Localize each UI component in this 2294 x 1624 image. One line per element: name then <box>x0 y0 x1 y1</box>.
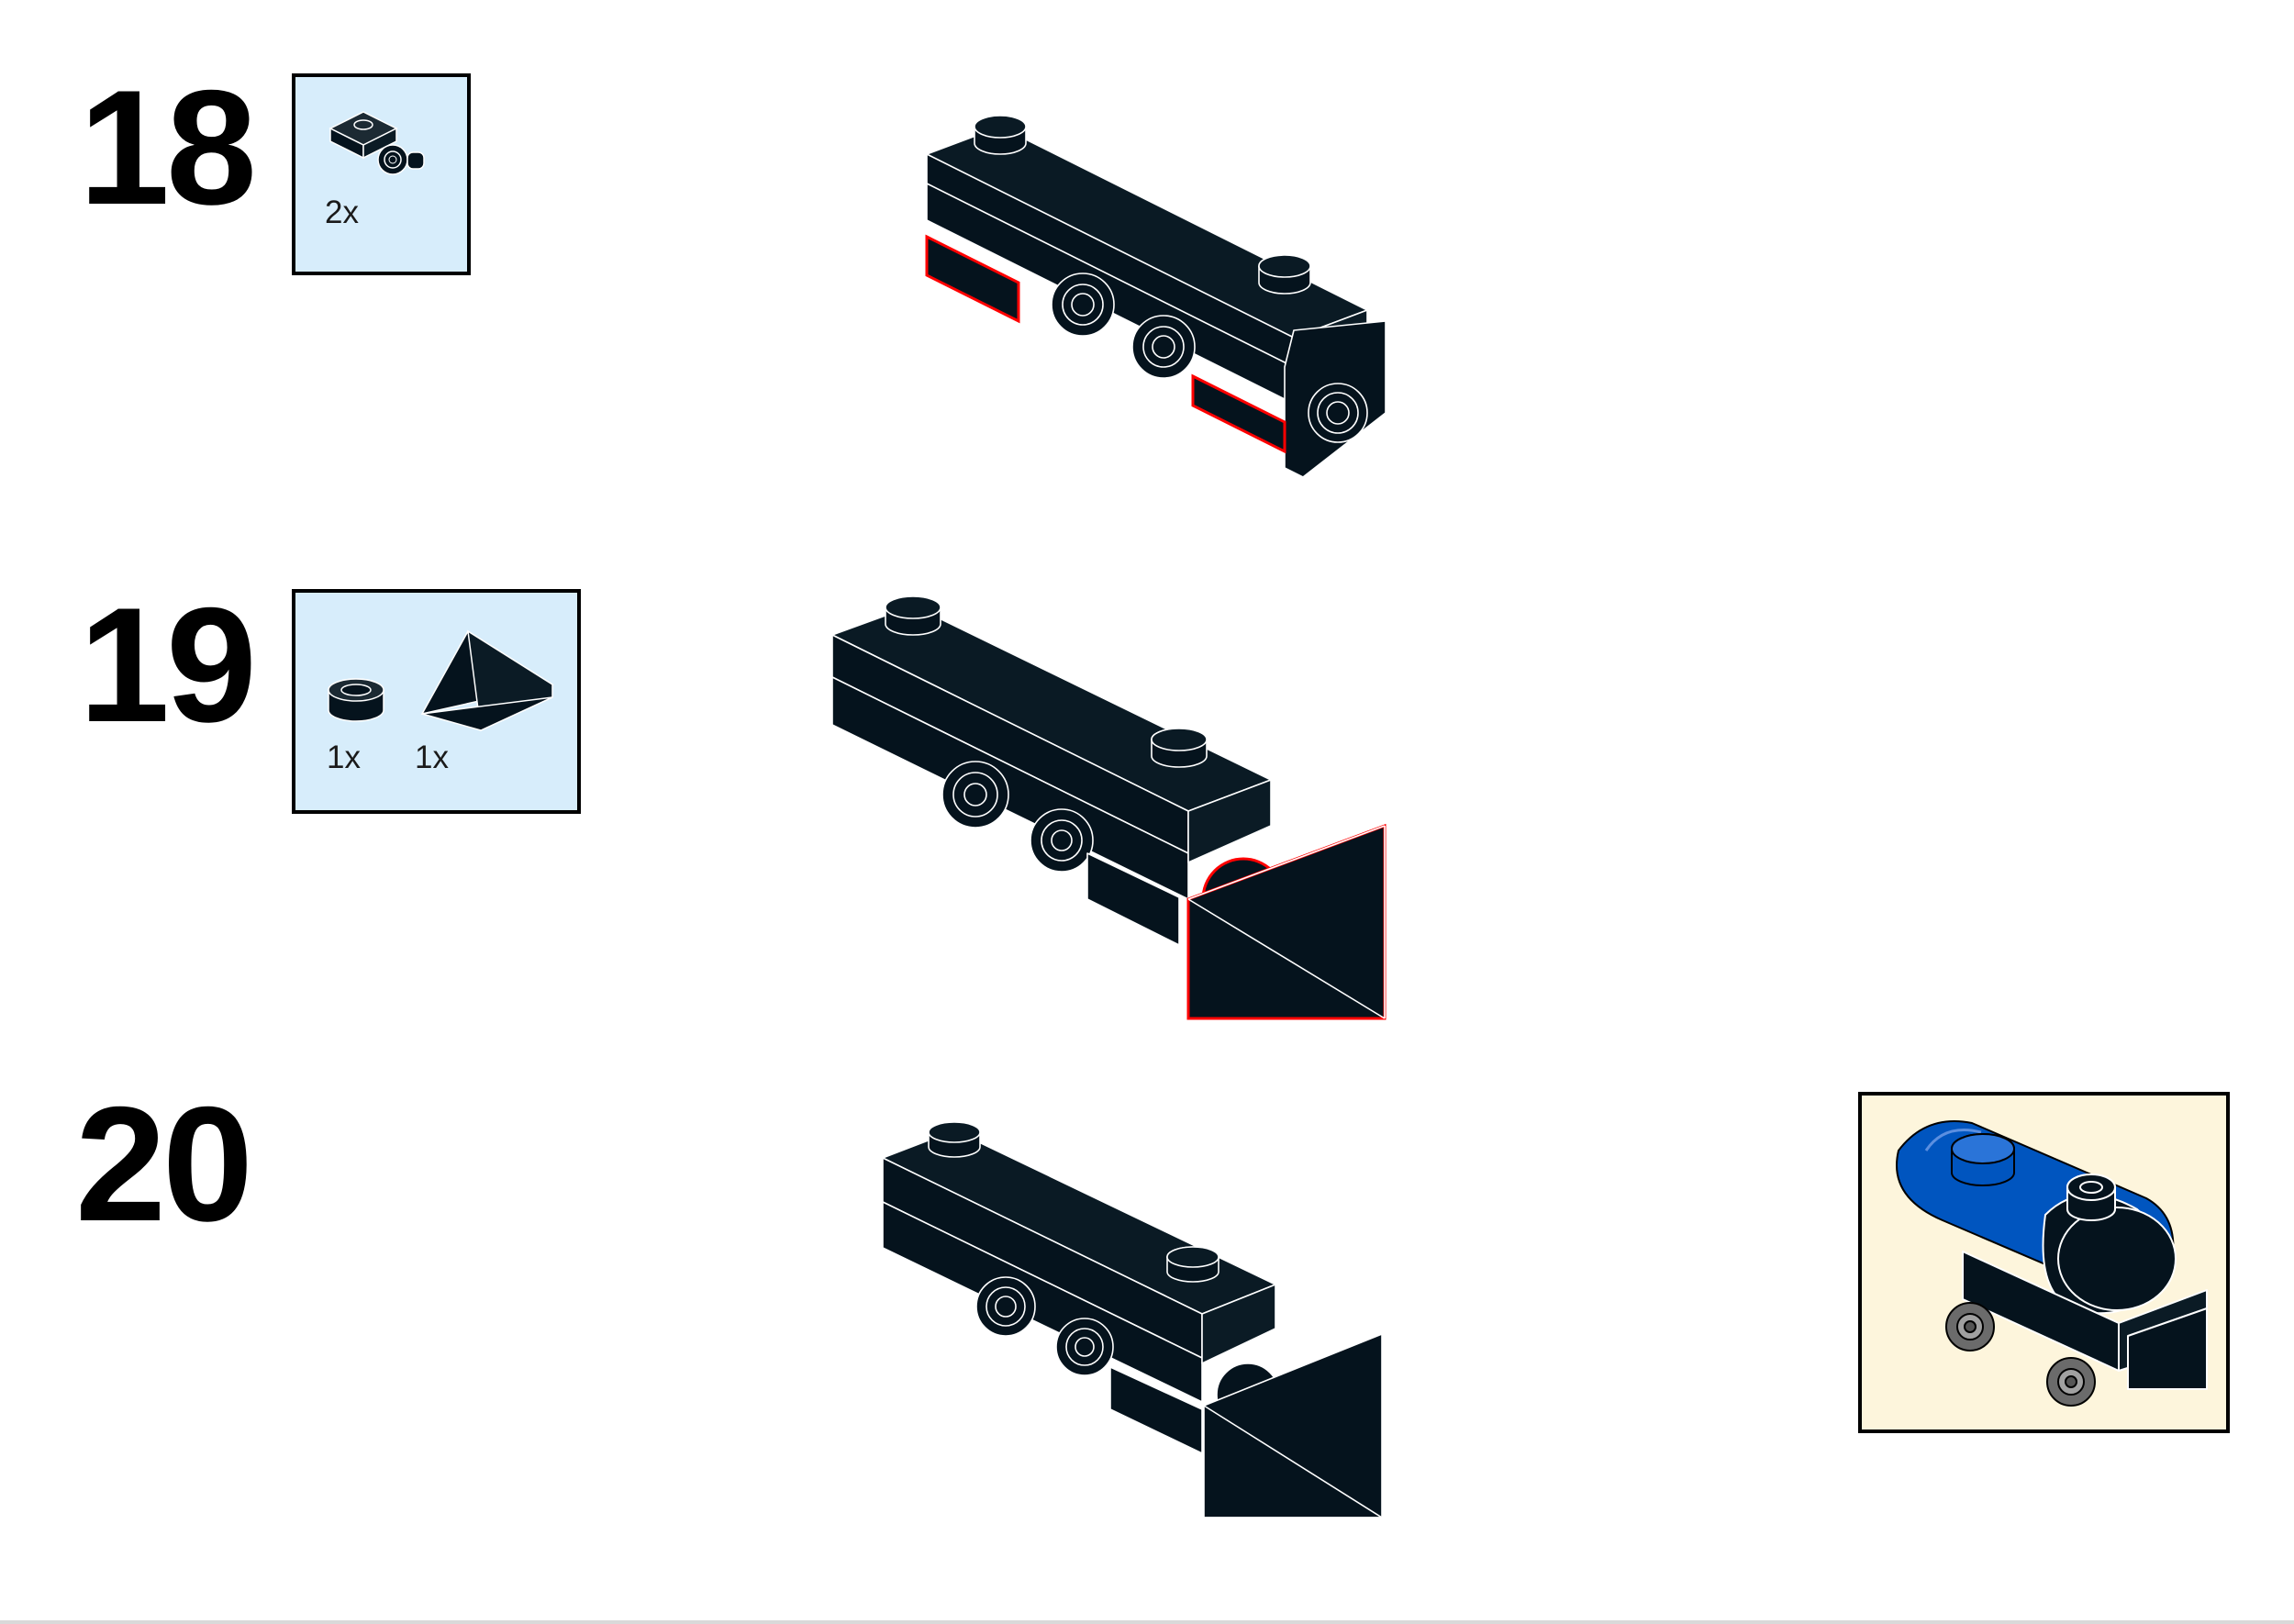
new-part-highlight <box>1186 823 1386 1020</box>
part-quantity: 2x <box>325 195 359 230</box>
new-part-highlight <box>1191 373 1286 454</box>
step-number-19: 19 <box>79 573 257 756</box>
pyramid-slope-icon <box>420 629 554 732</box>
step-number-18: 18 <box>79 56 257 239</box>
round-plate-icon <box>328 678 384 722</box>
plate-with-clip-icon <box>329 111 425 175</box>
part-quantity: 1x <box>327 740 361 775</box>
assembly-step-20 <box>882 1121 1383 1518</box>
step-number-20: 20 <box>75 1073 253 1255</box>
assembly-step-19 <box>831 595 1386 1020</box>
assembly-step-18 <box>925 115 1386 478</box>
preview-callout <box>1858 1092 2230 1433</box>
parts-callout-step-19: 1x 1x <box>292 589 581 814</box>
new-part-highlight <box>925 234 1020 324</box>
page-bottom-border <box>0 1620 2294 1624</box>
parts-callout-step-18: 2x <box>292 73 471 275</box>
part-quantity: 1x <box>415 740 449 775</box>
steam-locomotive-icon <box>1896 1120 2208 1407</box>
